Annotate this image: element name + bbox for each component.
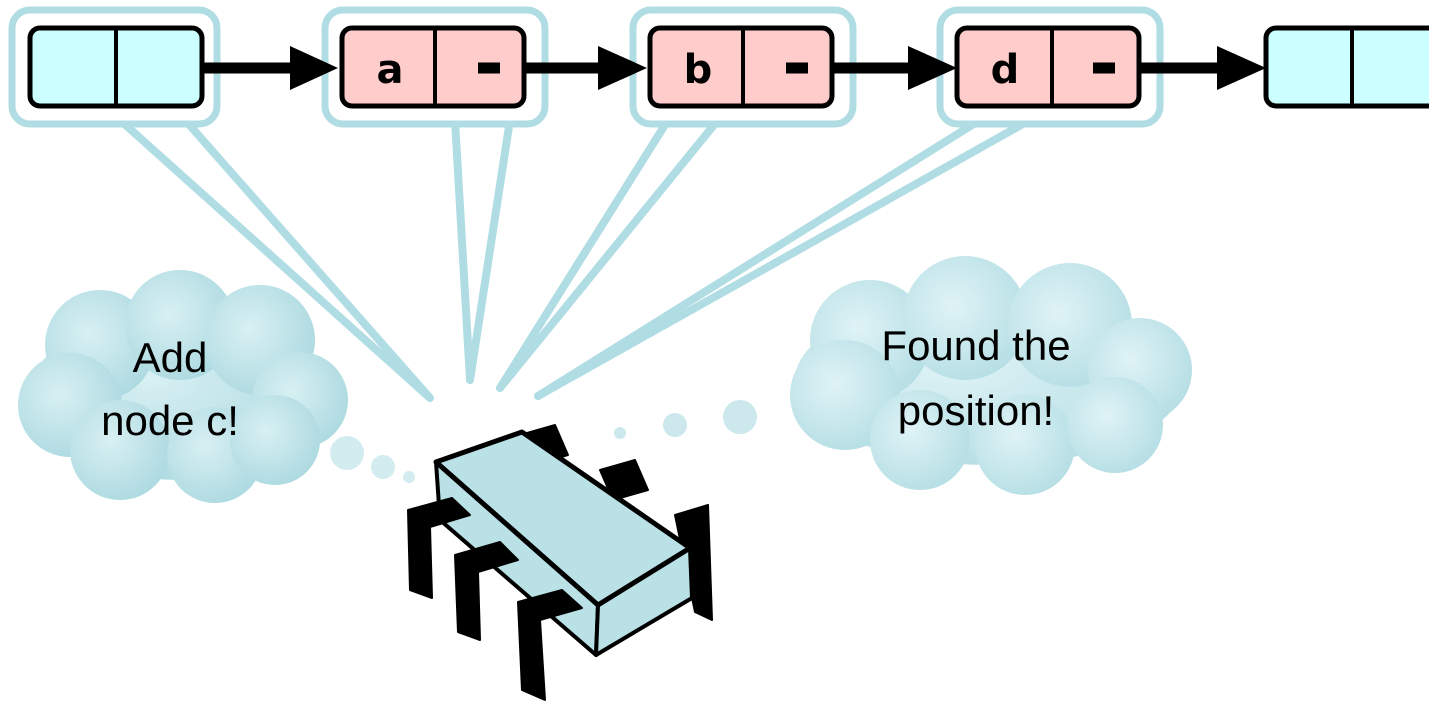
node-box	[1263, 25, 1429, 109]
thought-text-right-line1: Found the	[881, 322, 1070, 369]
node-label: d	[991, 47, 1020, 93]
thought-bubble-dot	[330, 436, 364, 470]
list-node-a: a	[339, 25, 527, 109]
thought-text-left-line1: Add	[133, 334, 208, 381]
thought-cloud-right: Found the position!	[614, 256, 1192, 495]
thread-line	[496, 116, 722, 392]
thread-line	[181, 116, 434, 402]
thread-line	[534, 116, 984, 400]
thread-line	[451, 116, 474, 384]
thought-text-left-line2: node c!	[101, 397, 239, 444]
list-node-tail-sentinel	[1263, 25, 1429, 109]
chip-leg	[407, 497, 583, 701]
node-label: a	[377, 47, 404, 93]
thought-bubble-dot	[371, 455, 395, 479]
thought-bubble-dot	[723, 400, 757, 434]
list-node-d: d	[954, 25, 1142, 109]
thought-text-right-line2: position!	[898, 387, 1054, 434]
thought-bubble-dot	[614, 427, 626, 439]
thought-cloud-left: Add node c!	[18, 270, 415, 503]
thread-line	[496, 116, 672, 392]
thread-line	[534, 116, 1034, 400]
next-pointer-arrow	[202, 46, 338, 90]
thread-lines	[116, 116, 1034, 402]
thought-bubble-dot	[403, 471, 415, 483]
list-nodes: a b d	[27, 25, 1429, 109]
thread-line	[116, 116, 434, 402]
list-node-b: b	[647, 25, 835, 109]
chip-top	[433, 429, 693, 608]
cpu-chip-icon	[407, 424, 713, 701]
node-label: b	[684, 47, 713, 93]
thought-bubble-dot	[663, 413, 687, 437]
thread-line	[466, 116, 514, 384]
node-box	[954, 25, 1142, 109]
list-node-head-sentinel	[27, 25, 205, 109]
